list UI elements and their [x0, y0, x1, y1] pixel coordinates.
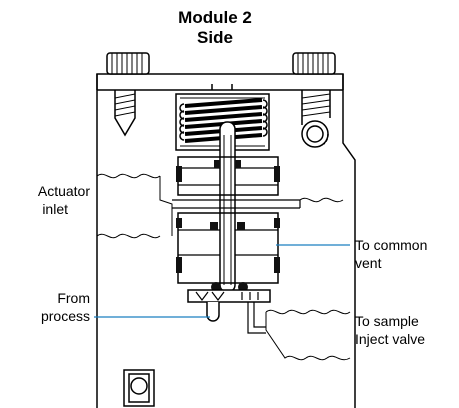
from-process-label-1: From — [57, 290, 90, 306]
title-line-1: Module 2 — [178, 8, 252, 27]
sample-inject-label-1: To sample — [355, 313, 419, 329]
common-vent-label-1: To common — [355, 237, 428, 253]
sample-port — [265, 309, 351, 361]
valve-body — [96, 73, 356, 408]
actuator-port — [96, 173, 173, 239]
right-screw — [292, 52, 336, 148]
upper-piston — [176, 156, 280, 196]
left-screw — [106, 52, 150, 137]
actuator-label-2: inlet — [42, 201, 68, 217]
sample-seat — [187, 289, 271, 334]
valve-stem — [219, 121, 236, 293]
middle-plate — [172, 199, 301, 209]
lower-piston — [176, 212, 280, 292]
common-vent-label-2: vent — [355, 255, 382, 271]
actuator-label-1: Actuator — [37, 183, 90, 199]
top-plate — [96, 74, 344, 91]
bottom-fitting — [123, 369, 155, 407]
sample-inject-label-2: Inject valve — [355, 331, 426, 347]
from-process-label-2: process — [40, 308, 90, 324]
title-line-2: Side — [197, 28, 233, 47]
